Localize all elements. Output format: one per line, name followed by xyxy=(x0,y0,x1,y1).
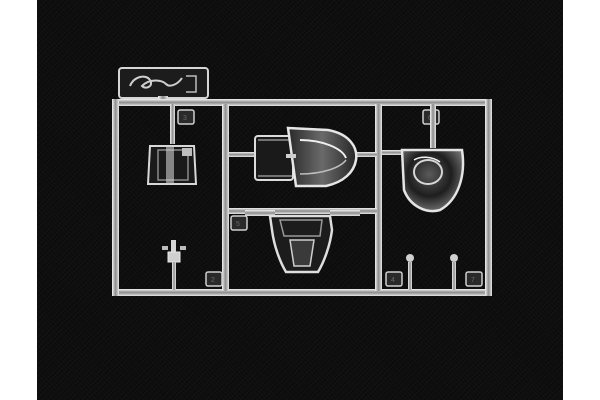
sprue-logo-tab xyxy=(118,67,209,104)
part-tag-5: 5 xyxy=(230,215,248,231)
svg-text:7: 7 xyxy=(471,277,475,284)
svg-text:4: 4 xyxy=(391,277,395,284)
part-tag-7: 7 xyxy=(465,271,483,287)
clear-part-canopy xyxy=(254,126,358,188)
clear-part-dome xyxy=(400,104,465,213)
part-tag-4: 4 xyxy=(385,271,403,287)
black-fabric-backdrop xyxy=(37,0,563,400)
clear-part-pins xyxy=(406,254,458,290)
clear-part-bucket xyxy=(245,210,360,274)
svg-text:2: 2 xyxy=(211,277,215,284)
clear-part-small-stand xyxy=(162,240,186,290)
part-tag-2: 2 xyxy=(205,271,223,287)
sprue-frame xyxy=(112,99,492,296)
part-tag-3: 3 xyxy=(177,109,195,125)
svg-text:5: 5 xyxy=(236,221,240,228)
clear-part-lens-box xyxy=(146,104,198,185)
svg-text:3: 3 xyxy=(183,115,187,122)
